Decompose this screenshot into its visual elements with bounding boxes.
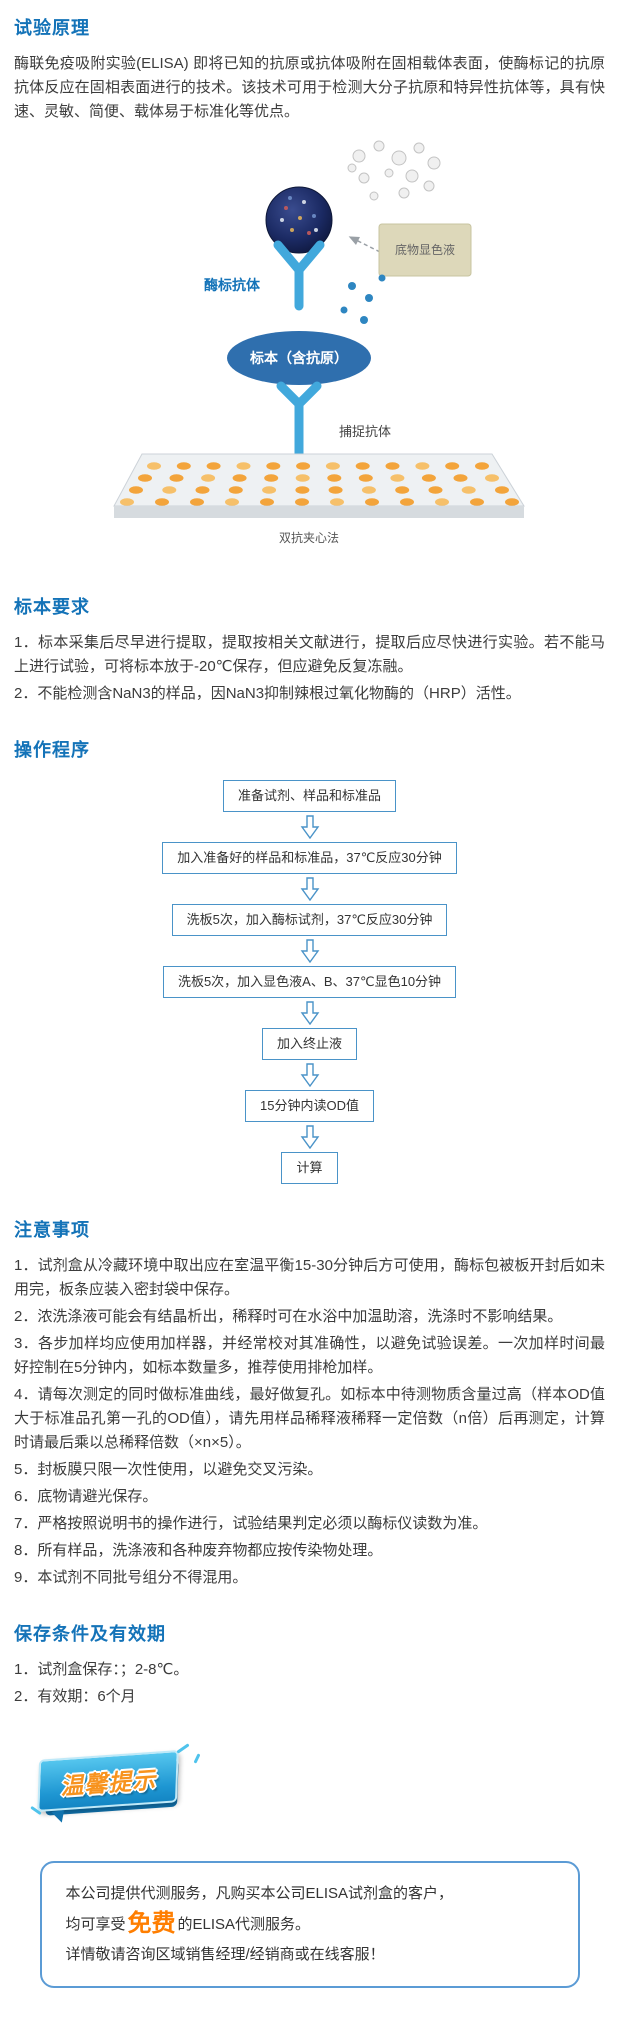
principle-text: 酶联免疫吸附实验(ELISA) 即将已知的抗原或抗体吸附在固相载体表面，使酶标记… bbox=[14, 55, 605, 120]
substrate-label: 底物显色液 bbox=[395, 242, 455, 257]
badge-tail bbox=[51, 1810, 66, 1824]
substrate-box: 底物显色液 bbox=[378, 223, 472, 277]
note-item: 5．封板膜只限一次性使用，以避免交叉污染。 bbox=[14, 1461, 323, 1478]
flow-arrow-icon bbox=[300, 877, 319, 901]
enzyme-dots-decoration bbox=[340, 274, 386, 324]
service-info-box: 本公司提供代测服务，凡购买本公司ELISA试剂盒的客户， 均可享受免费的ELIS… bbox=[39, 1861, 580, 1988]
badge-spark-icon bbox=[193, 1753, 201, 1764]
flow-arrow-icon bbox=[300, 1001, 319, 1025]
flow-arrow-icon bbox=[300, 815, 319, 839]
flow-step-7: 计算 bbox=[281, 1152, 338, 1184]
note-item: 3．各步加样均应使用加样器，并经常校对其准确性，以避免试验误差。一次加样时间最好… bbox=[14, 1335, 605, 1376]
section-title-procedure: 操作程序 bbox=[14, 740, 90, 760]
plate-wells bbox=[120, 462, 519, 506]
service-line-2-suffix: 的ELISA代测服务。 bbox=[177, 1916, 311, 1933]
bubbles-decoration bbox=[347, 140, 441, 201]
badge-ribbon: 温馨提示 bbox=[37, 1749, 179, 1813]
elisa-diagram-graphic: 底物显色液 酶标抗体 标本（含抗原） bbox=[113, 140, 525, 545]
badge-spark-icon bbox=[176, 1743, 190, 1754]
note-item: 1．试剂盒从冷藏环境中取出应在室温平衡15-30分钟后方可使用，酶标包被板开封后… bbox=[14, 1257, 605, 1298]
enzyme-antibody-shape bbox=[273, 240, 325, 311]
microplate bbox=[113, 453, 525, 518]
storage-item: 2．有效期：6个月 bbox=[14, 1688, 136, 1705]
service-line-2-prefix: 均可享受 bbox=[65, 1916, 126, 1933]
procedure-flowchart: 准备试剂、样品和标准品 加入准备好的样品和标准品，37℃反应30分钟 洗板5次，… bbox=[14, 778, 605, 1186]
capture-antibody-shape bbox=[276, 381, 322, 461]
note-item: 8．所有样品，洗涤液和各种废弃物都应按传染物处理。 bbox=[14, 1542, 383, 1559]
specimen-item: 1．标本采集后尽早进行提取，提取按相关文献进行，提取后应尽快进行实验。若不能马上… bbox=[14, 634, 605, 675]
flow-step-2: 加入准备好的样品和标准品，37℃反应30分钟 bbox=[162, 842, 457, 874]
flow-step-3: 洗板5次，加入酶标试剂，37℃反应30分钟 bbox=[171, 904, 448, 936]
section-title-principle: 试验原理 bbox=[14, 18, 90, 38]
flow-step-1: 准备试剂、样品和标准品 bbox=[222, 780, 396, 812]
antigen-sphere bbox=[265, 186, 333, 254]
enzyme-antibody-label: 酶标抗体 bbox=[204, 277, 261, 293]
section-title-specimen: 标本要求 bbox=[14, 597, 90, 617]
flow-step-5: 加入终止液 bbox=[261, 1028, 357, 1060]
flow-arrow-icon bbox=[300, 939, 319, 963]
note-item: 4．请每次测定的同时做标准曲线，最好做复孔。如标本中待测物质含量过高（样本OD值… bbox=[14, 1386, 605, 1451]
flow-arrow-icon bbox=[300, 1125, 319, 1149]
capture-antibody-label: 捕捉抗体 bbox=[339, 424, 391, 439]
section-title-notes: 注意事项 bbox=[14, 1220, 90, 1240]
flow-step-4: 洗板5次，加入显色液A、B、37℃显色10分钟 bbox=[162, 966, 457, 998]
service-line-3: 详情敬请咨询区域销售经理/经销商或在线客服！ bbox=[65, 1946, 385, 1963]
badge-label: 温馨提示 bbox=[59, 1766, 157, 1800]
note-item: 2．浓洗涤液可能会有结晶析出，稀释时可在水浴中加温助溶，洗涤时不影响结果。 bbox=[14, 1308, 563, 1325]
service-line-2: 均可享受免费的ELISA代测服务。 bbox=[66, 1909, 554, 1940]
section-title-storage: 保存条件及有效期 bbox=[14, 1624, 166, 1644]
note-item: 9．本试剂不同批号组分不得混用。 bbox=[14, 1569, 248, 1586]
substrate-arrow bbox=[348, 236, 381, 253]
note-item: 6．底物请避光保存。 bbox=[14, 1488, 158, 1505]
flow-arrow-icon bbox=[300, 1063, 319, 1087]
storage-item: 1．试剂盒保存：；2-8℃。 bbox=[14, 1661, 189, 1678]
flow-step-6: 15分钟内读OD值 bbox=[245, 1090, 374, 1122]
diagram-caption: 双抗夹心法 bbox=[279, 530, 339, 545]
specimen-ellipse: 标本（含抗原） bbox=[227, 331, 371, 385]
service-line-1: 本公司提供代测服务，凡购买本公司ELISA试剂盒的客户， bbox=[65, 1885, 454, 1902]
elisa-diagram: 底物显色液 酶标抗体 标本（含抗原） bbox=[14, 138, 605, 563]
specimen-item: 2．不能检测含NaN3的样品，因NaN3抑制辣根过氧化物酶的（HRP）活性。 bbox=[14, 685, 521, 702]
warm-tip-badge: 温馨提示 bbox=[30, 1743, 208, 1831]
specimen-label: 标本（含抗原） bbox=[249, 350, 348, 366]
note-item: 7．严格按照说明书的操作进行，试验结果判定必须以酶标仪读数为准。 bbox=[14, 1515, 488, 1532]
free-highlight: 免费 bbox=[127, 1910, 176, 1937]
